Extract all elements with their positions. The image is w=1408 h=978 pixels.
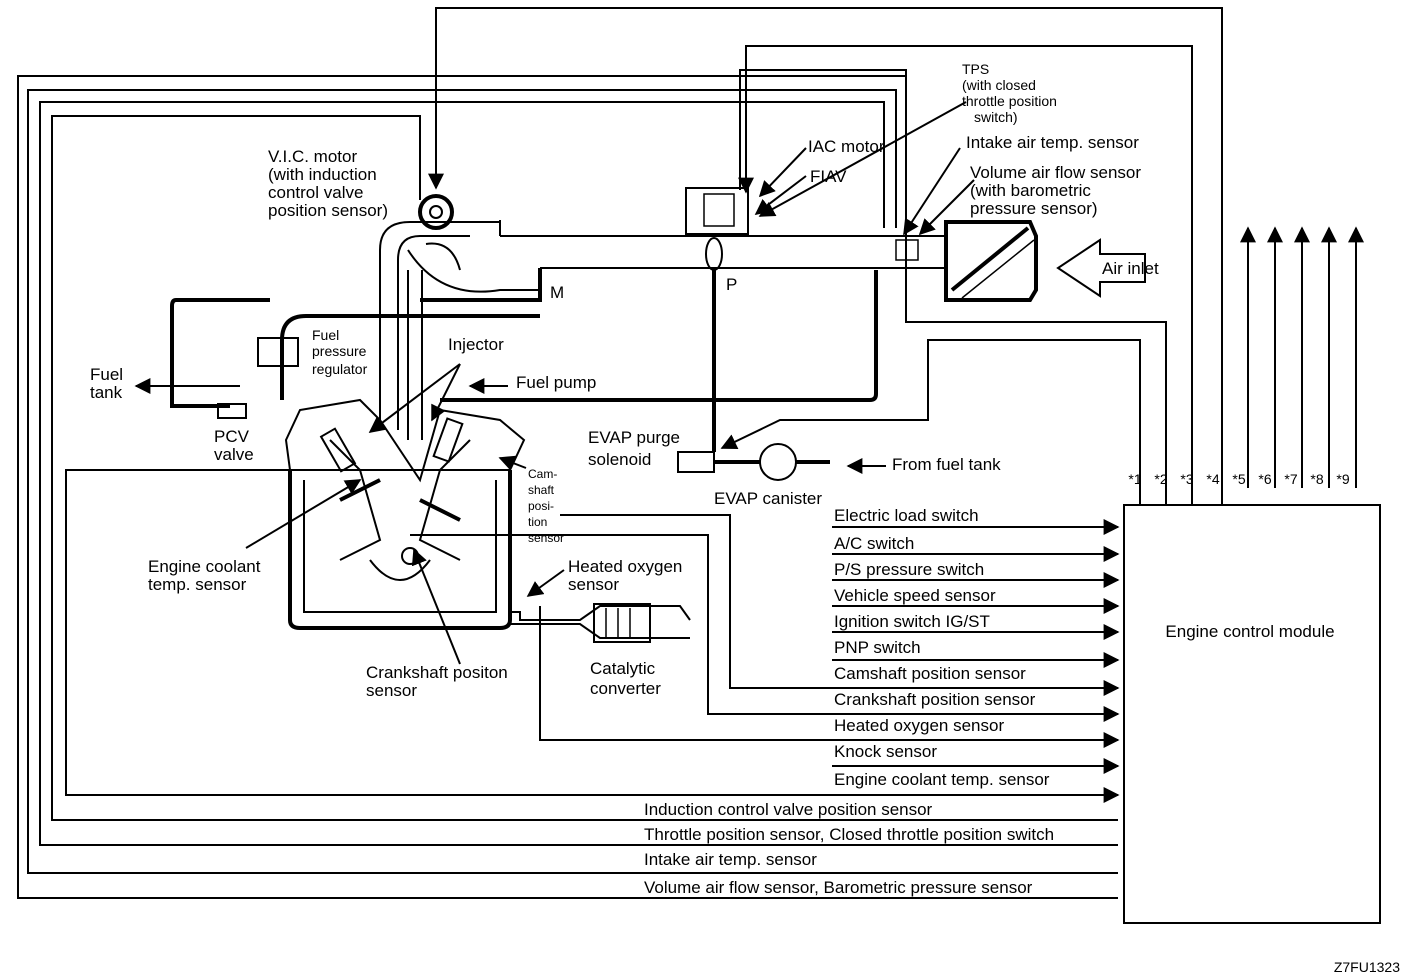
input-labels: Electric load switch A/C switch P/S pres… (644, 506, 1054, 897)
evap-canister (759, 443, 797, 481)
figure-code: Z7FU1323 (1334, 959, 1400, 975)
intake-air-temp-label: Intake air temp. sensor (966, 133, 1139, 152)
tps-label: TPS (with closed throttle position switc… (962, 61, 1061, 125)
p-label: P (726, 275, 737, 294)
output-label: *6 (1258, 471, 1271, 487)
output-label: *5 (1232, 471, 1245, 487)
catalytic-converter-label: Catalytic converter (590, 659, 661, 698)
evap-canister-label: EVAP canister (714, 489, 822, 508)
pcv-valve (217, 403, 247, 419)
output-labels: *1 *2 *3 *4 *5 *6 *7 *8 *9 (1128, 471, 1349, 487)
sensor-return-lines (17, 75, 1118, 899)
air-inlet-arrow (1056, 238, 1146, 298)
component-labels: V.I.C. motor (with induction control val… (90, 61, 1400, 975)
vic-motor-icon (418, 194, 454, 230)
output-label: *1 (1128, 471, 1141, 487)
input-label: P/S pressure switch (834, 560, 984, 579)
input-label: A/C switch (834, 534, 914, 553)
output-label: *2 (1154, 471, 1167, 487)
output-label: *7 (1284, 471, 1297, 487)
input-label: Crankshaft position sensor (834, 690, 1036, 709)
input-label: Heated oxygen sensor (834, 716, 1004, 735)
fuel-system (134, 270, 878, 419)
input-label: Volume air flow sensor, Barometric press… (644, 878, 1033, 897)
camshaft-sensor-label: Cam- shaft posi- tion sensor (528, 467, 564, 545)
injector-label: Injector (448, 335, 504, 354)
output-label: *9 (1336, 471, 1349, 487)
evap-purge-solenoid-label: EVAP purge solenoid (588, 428, 685, 469)
input-arrows (410, 514, 1120, 803)
ecm-label: Engine control module (1165, 622, 1334, 641)
input-label: Intake air temp. sensor (644, 850, 817, 869)
pointer-lines (245, 101, 975, 665)
intake-tract (379, 187, 1146, 440)
heated-oxygen-label: Heated oxygen sensor (568, 557, 687, 594)
evap-system (677, 270, 886, 481)
fuel-tank-label: Fuel tank (90, 365, 128, 402)
output-label: *8 (1310, 471, 1323, 487)
vic-motor-label: V.I.C. motor (with induction control val… (268, 147, 388, 220)
output-label: *4 (1206, 471, 1219, 487)
ecm-box (1123, 504, 1381, 924)
volume-air-flow-label: Volume air flow sensor (with barometric … (970, 163, 1146, 218)
evap-purge-solenoid (677, 451, 715, 473)
from-fuel-tank-label: From fuel tank (892, 455, 1001, 474)
fuel-pump-label: Fuel pump (516, 373, 596, 392)
engine-block (284, 398, 691, 639)
pcv-valve-label: PCV valve (214, 427, 254, 464)
input-label: Vehicle speed sensor (834, 586, 996, 605)
output-arrows (1240, 226, 1364, 488)
air-inlet-label: Air inlet (1102, 259, 1159, 278)
input-label: Electric load switch (834, 506, 979, 525)
iac-motor-label: IAC motor (808, 137, 885, 156)
fuel-pressure-regulator-label: Fuel pressure regulator (312, 327, 370, 377)
fiav-label: FIAV (810, 167, 847, 186)
catalytic-converter (593, 603, 651, 643)
input-label: Induction control valve position sensor (644, 800, 933, 819)
engine-coolant-label: Engine coolant temp. sensor (148, 557, 265, 594)
input-label: Throttle position sensor, Closed throttl… (644, 825, 1054, 844)
input-label: Ignition switch IG/ST (834, 612, 990, 631)
input-label: Engine coolant temp. sensor (834, 770, 1050, 789)
input-label: PNP switch (834, 638, 921, 657)
fuel-pressure-regulator (257, 337, 299, 367)
m-label: M (550, 283, 564, 302)
input-label: Knock sensor (834, 742, 937, 761)
input-label: Camshaft position sensor (834, 664, 1026, 683)
output-label: *3 (1180, 471, 1193, 487)
crankshaft-label: Crankshaft positon sensor (366, 663, 512, 700)
